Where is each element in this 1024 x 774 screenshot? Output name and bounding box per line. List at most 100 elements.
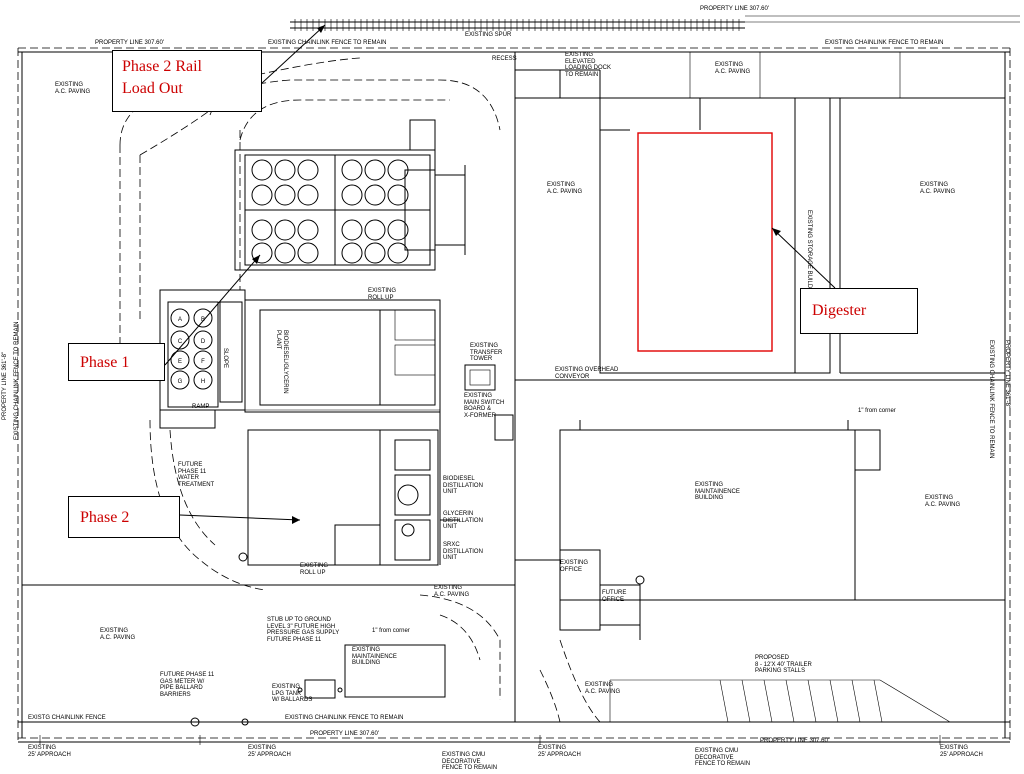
storage-tank xyxy=(297,184,319,206)
label-property-line-top-right: PROPERTY LINE 307.60' xyxy=(700,6,769,12)
storage-tank xyxy=(341,159,363,181)
phase1-tank-letter: H xyxy=(201,379,205,385)
trailer-stall-line xyxy=(763,679,773,723)
storage-tank xyxy=(364,242,386,264)
label-paving-mid-left: EXISTING A.C. PAVING xyxy=(547,182,583,195)
gate-markers xyxy=(39,552,941,745)
label-trailer-stalls: PROPOSED 8 - 12'X 40' TRAILER PARKING ST… xyxy=(755,655,812,674)
trailer-stall-line xyxy=(851,679,861,723)
phase1-tank xyxy=(170,330,190,350)
label-biodiesel-unit: BIODIESEL DISTILLATION UNIT xyxy=(443,476,483,495)
label-maint-building-small: EXISTING MAINTAINENCE BUILDING xyxy=(352,647,397,666)
phase1-tank xyxy=(193,350,213,370)
phase2-building xyxy=(247,410,460,566)
label-slope: SLOPE xyxy=(222,348,228,369)
label-transfer-tower: EXISTING TRANSFER TOWER xyxy=(470,343,503,362)
label-biodiesel-plant: BIODIESEL/GLYCERIN PLANT xyxy=(275,330,289,394)
label-recess: RECESS xyxy=(492,56,517,62)
label-approach-1: EXISTING 25' APPROACH xyxy=(28,745,71,758)
label-elevated-dock: EXISTING ELEVATED LOADING DOCK TO REMAIN xyxy=(565,52,612,78)
label-paving-bottom-mid: EXISTING A.C. PAVING xyxy=(585,682,621,695)
label-fence-top-right: EXISTING CHAINLINK FENCE TO REMAIN xyxy=(825,40,944,46)
label-future-office: FUTURE OFFICE xyxy=(602,590,627,603)
storage-tank xyxy=(274,242,296,264)
driveway-curves xyxy=(119,57,601,723)
trailer-stall-line xyxy=(829,679,839,723)
label-existing-spur: EXISTING SPUR xyxy=(465,32,512,38)
label-fence-bottom-mid: EXISTING CHAINLINK FENCE TO REMAIN xyxy=(285,715,404,721)
callout-phase1: Phase 1 xyxy=(80,354,130,371)
label-lpg-tank: EXISTING LPG TANK W/ BALLARDS xyxy=(272,684,313,703)
trailer-stalls xyxy=(719,679,883,723)
phase1-tank xyxy=(170,370,190,390)
label-paving-bottom-left: EXISTING A.C. PAVING xyxy=(100,628,136,641)
label-existing-office: EXISTING OFFICE xyxy=(560,560,589,573)
phase1-tank xyxy=(193,370,213,390)
label-paving-top-mid: EXISTING A.C. PAVING xyxy=(715,62,751,75)
phase1-tank-letter: B xyxy=(201,317,205,323)
phase1-tank xyxy=(170,308,190,328)
callout-phase1-box xyxy=(68,343,165,381)
leader-lines xyxy=(164,24,836,524)
trailer-stall-line xyxy=(741,679,751,723)
storage-tank xyxy=(274,184,296,206)
storage-tank xyxy=(251,219,273,241)
storage-tank xyxy=(364,159,386,181)
tank-farm-top xyxy=(234,119,466,271)
storage-tank xyxy=(251,242,273,264)
dock-area xyxy=(514,52,901,99)
label-ramp: RAMP xyxy=(192,404,210,410)
phase1-tank-letter: F xyxy=(201,359,205,365)
label-cmu-fence-1: EXISTING CMU DECORATIVE FENCE TO REMAIN xyxy=(442,752,498,771)
storage-tank xyxy=(387,184,409,206)
trailer-stall-line xyxy=(807,679,817,723)
small-maintenance-building xyxy=(297,644,446,699)
callout-phase2-rail: Phase 2 Rail Load Out xyxy=(122,58,202,97)
label-srxc-unit: SRXC DISTILLATION UNIT xyxy=(443,542,483,561)
storage-tank xyxy=(297,159,319,181)
label-property-line-left: PROPERTY LINE 361'-8" xyxy=(2,351,8,420)
label-approach-3: EXISTING 25' APPROACH xyxy=(538,745,581,758)
storage-tank xyxy=(297,242,319,264)
label-paving-center: EXISTING A.C. PAVING xyxy=(434,585,470,598)
phase1-tank-letter: E xyxy=(178,359,182,365)
internal-lines xyxy=(22,52,1005,723)
storage-tank xyxy=(364,184,386,206)
phase1-tank-letter: A xyxy=(178,317,182,323)
right-buildings xyxy=(559,97,1005,640)
label-one-from-corner-left: 1" from corner xyxy=(372,628,410,634)
phase1-tank xyxy=(170,350,190,370)
label-approach-4: EXISTING 25' APPROACH xyxy=(940,745,983,758)
storage-tank xyxy=(251,184,273,206)
label-fence-left: EXISTING CHAINLINK FENCE TO REMAIN xyxy=(14,321,20,440)
callout-phase2-rail-box xyxy=(112,50,262,112)
label-paving-right-mid: EXISTING A.C. PAVING xyxy=(925,495,961,508)
label-stub-up: STUB UP TO GROUND LEVEL 3" FUTURE HIGH P… xyxy=(267,617,340,643)
label-overhead-conveyor: EXISTING OVERHEAD CONVEYOR xyxy=(555,367,619,380)
storage-tank xyxy=(387,219,409,241)
label-fence-top-left: EXISTING CHAINLINK FENCE TO REMAIN xyxy=(268,40,387,46)
digester-outline xyxy=(637,132,773,352)
storage-tank xyxy=(364,219,386,241)
storage-tank xyxy=(341,219,363,241)
label-fence-right: EXISTING CHAINLINK FENCE TO REMAIN xyxy=(988,340,994,459)
site-boundary xyxy=(17,47,1011,743)
label-glycerin-unit: GLYCERIN DISTILLATION UNIT xyxy=(443,511,483,530)
label-gas-meter: FUTURE PHASE 11 GAS METER W/ PIPE BALLAR… xyxy=(160,672,215,698)
label-roll-up-bottom: EXISTING ROLL UP xyxy=(300,563,329,576)
trailer-stall-line xyxy=(873,679,883,723)
label-property-line-bottom-left: PROPERTY LINE 307.60' xyxy=(310,731,379,737)
label-paving-mid-right: EXISTING A.C. PAVING xyxy=(920,182,956,195)
label-roll-up-top: EXISTING ROLL UP xyxy=(368,288,397,301)
callout-digester: Digester xyxy=(812,302,867,319)
label-property-line-top-left: PROPERTY LINE 307.60' xyxy=(95,40,164,46)
label-fence-bottom-left: EXISTG CHAINLINK FENCE xyxy=(28,715,106,721)
label-paving-top-left: EXISTING A.C. PAVING xyxy=(55,82,91,95)
storage-tank xyxy=(274,159,296,181)
phase1-tank-letter: D xyxy=(201,339,206,345)
label-property-line-right: PROPERTY LINE 361'-8" xyxy=(1004,340,1010,409)
rail-spur xyxy=(290,15,1020,31)
label-cmu-fence-2: EXISTING CMU DECORATIVE FENCE TO REMAIN xyxy=(695,748,751,767)
